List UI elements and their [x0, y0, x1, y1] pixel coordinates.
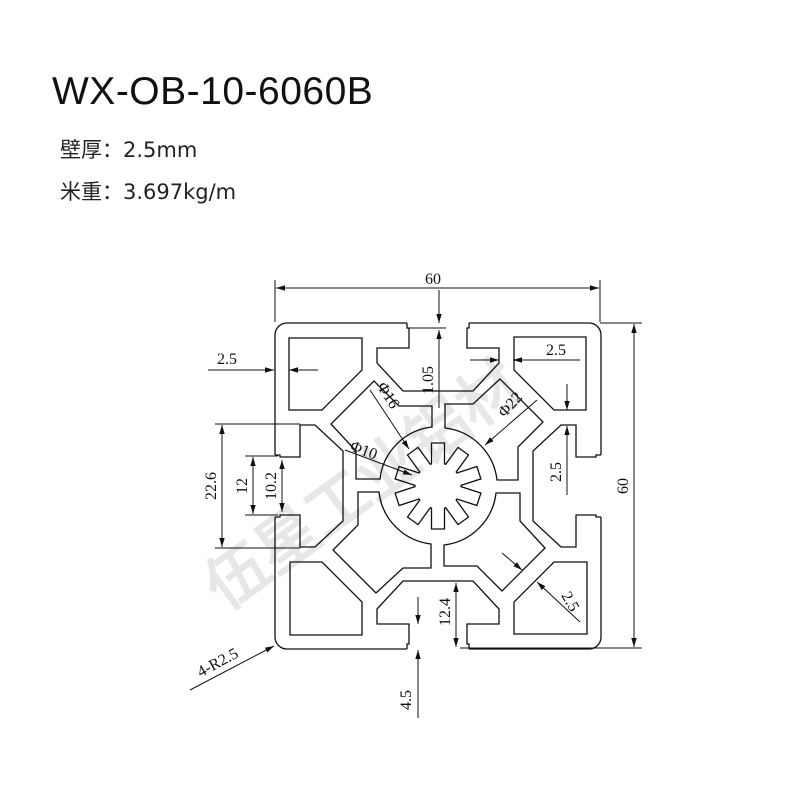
dim-depth-12-4: 12.4	[437, 598, 454, 626]
dim-span-22-6: 22.6	[203, 472, 220, 500]
inner-cavity	[332, 491, 432, 594]
profile-side	[287, 322, 602, 481]
outer-edge	[588, 335, 602, 650]
dim-height: 60	[615, 478, 632, 494]
corner-pocket	[288, 337, 363, 411]
outer-edge	[274, 636, 589, 650]
center-bore	[394, 442, 482, 530]
corner-pocket	[289, 561, 363, 636]
wall-thickness-label: 壁厚：	[60, 138, 123, 162]
dim-slot-12: 12	[234, 478, 251, 494]
profile-side	[274, 491, 589, 650]
dim-wall-right: 2.5	[548, 462, 565, 482]
profile-side	[443, 335, 602, 650]
dimension-lines	[189, 280, 642, 718]
profile-side	[274, 322, 433, 637]
inner-cavity	[444, 378, 544, 481]
dim-wall-top-right: 2.5	[546, 342, 566, 359]
weight-per-meter: 米重：3.697kg/m	[60, 176, 236, 206]
model-title: WX-OB-10-6060B	[52, 70, 374, 113]
dim-wall-diag: 2.5	[558, 589, 583, 615]
dim-width: 60	[425, 271, 441, 288]
wall-thickness: 壁厚：2.5mm	[60, 134, 197, 164]
corner-pocket	[513, 561, 588, 635]
dim-slot-10-2: 10.2	[263, 472, 280, 500]
dim-wall-left: 2.5	[217, 351, 237, 368]
outer-edge	[274, 322, 288, 637]
profile-outline	[274, 322, 602, 650]
corner-pocket	[513, 336, 587, 411]
weight-value: 3.697kg/m	[123, 180, 237, 204]
outer-edge	[287, 322, 602, 336]
t-slot	[376, 580, 500, 649]
weight-label: 米重：	[60, 180, 123, 204]
wall-thickness-value: 2.5mm	[123, 138, 198, 162]
inner-cavity	[443, 492, 546, 592]
dim-slot-depth: 1.05	[420, 366, 437, 394]
t-slot	[532, 424, 601, 548]
t-slot	[376, 323, 500, 392]
inner-cavity	[330, 380, 433, 480]
dim-lip-4-5: 4.5	[398, 690, 415, 710]
t-slot	[275, 424, 344, 548]
